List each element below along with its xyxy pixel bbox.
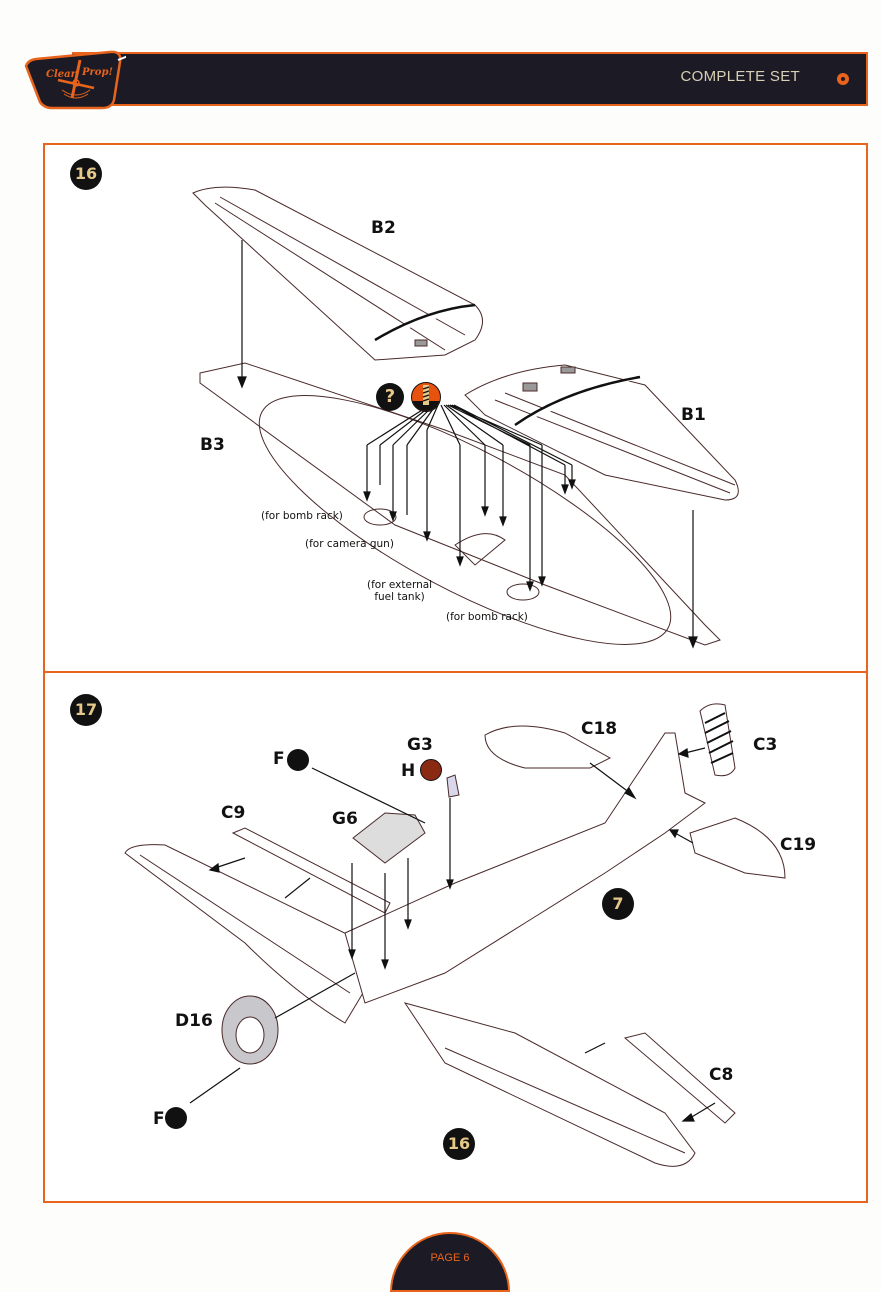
part-label-b2: B2 [371,218,396,238]
note-external-fuel-tank: (for external fuel tank) [367,579,432,603]
page-number: PAGE 6 [430,1252,470,1264]
note-camera-gun: (for camera gun) [305,538,394,550]
paint-color-h-icon [420,759,442,781]
question-icon: ? [376,383,404,411]
part-label-c8: C8 [709,1065,734,1085]
paint-color-f-icon [287,749,309,771]
wing-upper-b1 [464,364,739,501]
part-label-g3: G3 [407,735,433,755]
ornament-dot-icon [838,74,848,84]
slat-c9 [231,827,391,914]
brand-name: Clear [46,69,77,80]
assembly-arrows [237,240,698,649]
part-label-g6: G6 [332,809,358,829]
elevator-c19 [689,817,786,879]
note-bomb-rack-right: (for bomb rack) [446,611,528,623]
page-tab: PAGE 6 [390,1232,510,1292]
note-line: fuel tank) [374,591,425,603]
part-g6 [352,812,426,864]
step-reference-badge: 7 [602,888,634,920]
left-wing [124,844,376,1024]
part-label-f-lower: F [153,1109,165,1129]
note-bomb-rack-left: (for bomb rack) [261,510,343,522]
svg-text:Prop!: Prop! [81,67,113,78]
wing-upper-b2 [192,186,483,361]
step-17-panel: 17 F G3 H C18 C3 C9 G6 C19 D16 F C8 7 16 [43,671,868,1203]
step-16-illustration [192,186,739,649]
part-label-f: F [273,749,285,769]
part-label-b3: B3 [200,435,225,455]
step-17-illustration [124,703,786,1167]
step-reference-badge: 16 [443,1128,475,1160]
part-label-c9: C9 [221,803,246,823]
header-bar: COMPLETE SET [72,52,868,106]
step-16-panel: 16 ? B2 B1 B3 (for bomb rack) (for camer… [43,143,868,673]
part-label-c18: C18 [581,719,618,739]
fuselage [344,732,706,1004]
brand-logo: Clear Prop! [24,50,126,110]
step-number-badge: 16 [70,158,102,190]
assembly-arrows [189,747,716,1122]
drill-icon [411,382,441,412]
elevator-c18 [484,725,612,769]
header-title: COMPLETE SET [680,68,800,85]
part-label-h: H [401,761,416,781]
rudder-c3 [699,703,736,777]
part-label-d16: D16 [175,1011,213,1031]
note-line: (for external [367,579,433,591]
paint-color-f-icon [165,1107,187,1129]
part-label-c19: C19 [780,835,817,855]
part-label-c3: C3 [753,735,778,755]
step-number-badge: 17 [70,694,102,726]
part-label-b1: B1 [681,405,706,425]
slat-c8 [623,1032,736,1124]
